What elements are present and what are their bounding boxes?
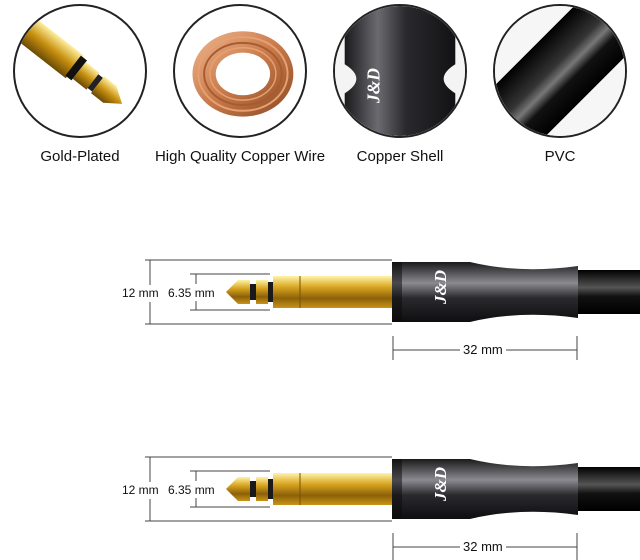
plug-illustration: J&D bbox=[145, 456, 640, 560]
inner-diameter-label: 6.35 mm bbox=[168, 286, 215, 300]
plug-dimension-diagram: J&D 12 mm 6.35 mm 32 mm bbox=[0, 437, 640, 560]
svg-text:J&D: J&D bbox=[364, 68, 384, 104]
plug-dimension-diagram: J&D 12 mm 6.35 mm 32 mm bbox=[0, 240, 640, 360]
brand-logo: J&D bbox=[431, 270, 450, 305]
feature-copper-wire: High Quality Copper Wire bbox=[155, 0, 325, 180]
feature-label: Copper Shell bbox=[356, 148, 444, 165]
outer-diameter-label: 12 mm bbox=[122, 286, 159, 300]
plug-illustration: J&D bbox=[145, 259, 640, 360]
copper-shell-icon: J&D bbox=[333, 4, 467, 138]
feature-label: PVC bbox=[544, 148, 576, 165]
feature-copper-shell: J&D Copper Shell bbox=[320, 0, 480, 180]
feature-label: High Quality Copper Wire bbox=[154, 148, 326, 165]
feature-label: Gold-Plated bbox=[40, 148, 120, 165]
gold-plug-tip-icon bbox=[13, 4, 147, 138]
shell-length-label: 32 mm bbox=[460, 539, 506, 554]
feature-gold-plated: Gold-Plated bbox=[0, 0, 160, 180]
brand-logo: J&D bbox=[431, 467, 450, 502]
copper-coil-icon bbox=[173, 4, 307, 138]
outer-diameter-label: 12 mm bbox=[122, 483, 159, 497]
inner-diameter-label: 6.35 mm bbox=[168, 483, 215, 497]
feature-pvc: PVC bbox=[480, 0, 640, 180]
pvc-cable-icon bbox=[493, 4, 627, 138]
shell-length-label: 32 mm bbox=[460, 342, 506, 357]
